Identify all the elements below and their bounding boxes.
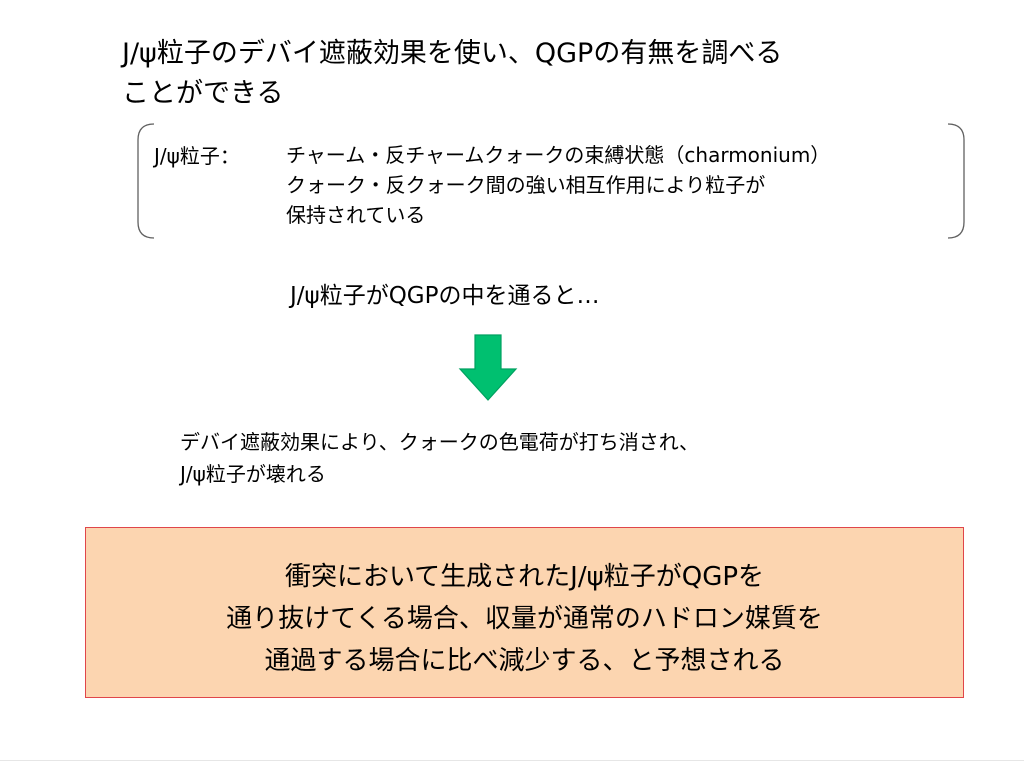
definition-body: チャーム・反チャームクォークの束縛状態（charmonium） クォーク・反クォ…	[286, 140, 830, 230]
slide-title: J/ψ粒子のデバイ遮蔽効果を使い、QGPの有無を調べる ことができる	[122, 34, 942, 114]
subtitle: J/ψ粒子がQGPの中を通ると…	[290, 283, 600, 309]
definition-box: J/ψ粒子： チャーム・反チャームクォークの束縛状態（charmonium） ク…	[136, 122, 966, 240]
footer-divider	[0, 760, 1024, 761]
result-line-1: デバイ遮蔽効果により、クォークの色電荷が打ち消され、	[180, 430, 699, 454]
definition-line-3: 保持されている	[286, 203, 426, 227]
definition-term: J/ψ粒子：	[154, 144, 240, 168]
definition-line-1: チャーム・反チャームクォークの束縛状態（charmonium）	[286, 143, 831, 167]
definition-line-2: クォーク・反クォーク間の強い相互作用により粒子が	[286, 173, 766, 197]
conclusion-line-1: 衝突において生成されたJ/ψ粒子がQGPを	[284, 562, 765, 592]
title-line-2: ことができる	[122, 78, 284, 109]
result-text: デバイ遮蔽効果により、クォークの色電荷が打ち消され、 J/ψ粒子が壊れる	[180, 426, 699, 490]
conclusion-line-2: 通り抜けてくる場合、収量が通常のハドロン媒質を	[226, 604, 823, 634]
bracket-frame	[137, 123, 965, 239]
down-arrow-icon	[458, 334, 518, 401]
conclusion-line-3: 通過する場合に比べ減少する、と予想される	[264, 646, 785, 676]
title-line-1: J/ψ粒子のデバイ遮蔽効果を使い、QGPの有無を調べる	[122, 38, 783, 69]
result-line-2: J/ψ粒子が壊れる	[180, 462, 326, 486]
conclusion-box: 衝突において生成されたJ/ψ粒子がQGPを 通り抜けてくる場合、収量が通常のハド…	[85, 527, 964, 698]
